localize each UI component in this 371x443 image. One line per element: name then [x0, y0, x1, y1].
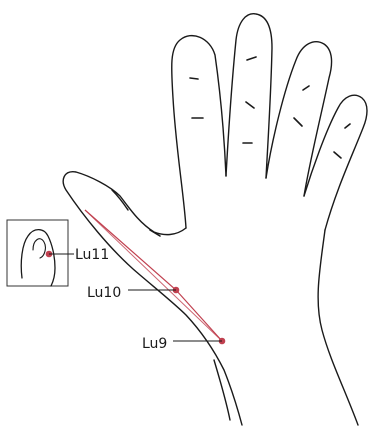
index-finger-outline	[172, 36, 226, 228]
hand-outline	[63, 14, 367, 425]
thumb-tip-inset	[7, 220, 68, 286]
middle-finger-outline	[226, 14, 272, 178]
ring-finger-outline	[266, 42, 332, 196]
little-crease-2	[334, 152, 341, 158]
finger-details	[150, 57, 350, 236]
lung-meridian-return	[85, 210, 222, 341]
thumb-nail-line	[112, 190, 128, 210]
middle-crease-2	[246, 102, 254, 108]
ring-crease-1	[303, 86, 309, 90]
point-lu10-label: Lu10	[87, 285, 121, 301]
little-finger-outline	[304, 95, 367, 230]
ring-crease-2	[294, 118, 302, 126]
point-lu11-label: Lu11	[75, 247, 109, 263]
little-crease-1	[345, 124, 350, 128]
index-crease-1	[190, 78, 198, 79]
point-lu9-label: Lu9	[142, 336, 167, 352]
middle-crease-1	[247, 57, 256, 60]
wrist-line	[214, 360, 230, 420]
palm-outer-edge	[318, 230, 358, 425]
acupoints: Lu11 Lu10 Lu9	[46, 247, 226, 352]
